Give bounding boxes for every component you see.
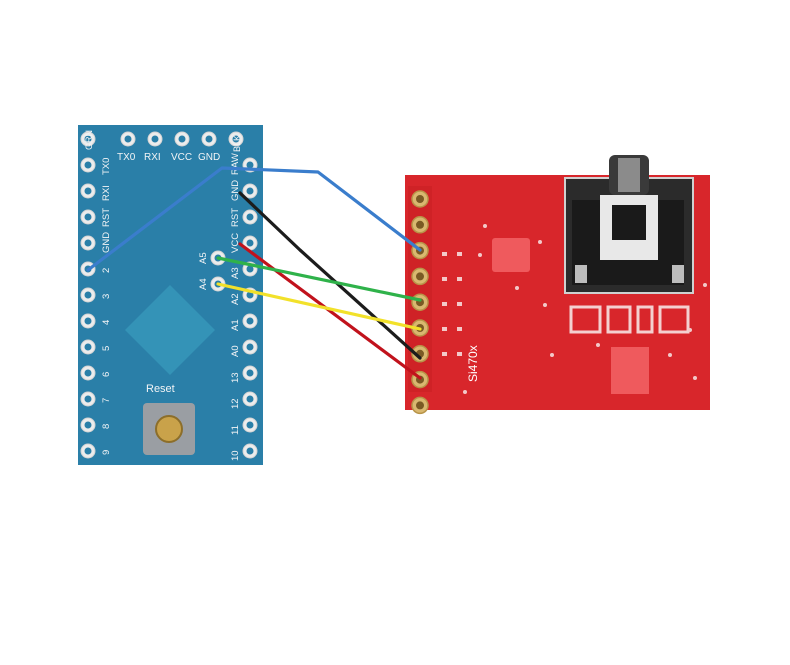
left-pin-label: GND	[101, 232, 112, 253]
wire-green	[216, 256, 422, 302]
top-label: GRN	[84, 130, 94, 150]
header-pin-hole	[416, 195, 424, 203]
right-pin-label: A0	[230, 345, 241, 357]
si470x-chip	[492, 238, 530, 272]
pin-left-1-hole	[84, 187, 92, 195]
pin-left-0-hole	[84, 161, 92, 169]
pad-row	[569, 305, 690, 334]
right-pin-label: 10	[230, 450, 241, 461]
left-pin-label: 3	[101, 294, 112, 299]
right-pin-label: A1	[230, 319, 241, 331]
left-pin-label: RST	[101, 208, 112, 227]
pin-right-10-hole	[246, 421, 254, 429]
inner-pin-label: A5	[198, 252, 209, 264]
wires	[86, 166, 422, 380]
pin-right-2-hole	[246, 213, 254, 221]
left-pin-label: TX0	[101, 158, 112, 175]
top-label: GND	[198, 152, 220, 163]
right-pin-label: 13	[230, 372, 241, 383]
right-pin-label: 11	[230, 425, 241, 435]
top-label: VCC	[171, 152, 192, 163]
left-pin-label: RXI	[101, 185, 112, 201]
crystal	[611, 347, 649, 394]
right-pin-label: A3	[230, 267, 241, 279]
pin-right-5-hole	[246, 291, 254, 299]
top-label: BLK	[232, 135, 242, 152]
pin-right-7-hole	[246, 343, 254, 351]
left-pin-label: 5	[101, 346, 112, 351]
pin-right-11-hole	[246, 447, 254, 455]
left-pin-label: 6	[101, 372, 112, 377]
si470x-label: Si470x	[466, 345, 480, 382]
right-pin-label: RST	[230, 208, 241, 227]
pin-right-4-hole	[246, 265, 254, 273]
si470x-board: Si470x	[405, 155, 710, 415]
top-label: RXI	[144, 152, 161, 163]
right-pin-label: 12	[230, 398, 241, 409]
reset-label: Reset	[146, 383, 175, 395]
wire-blue	[86, 166, 422, 272]
pin-top-0-hole	[84, 135, 92, 143]
inner-pin-label: A4	[198, 278, 209, 290]
pin-left-9-hole	[84, 395, 92, 403]
pin-top-3-hole	[178, 135, 186, 143]
wire-red	[238, 242, 422, 380]
audio-jack	[564, 155, 694, 294]
pin-left-2-hole	[84, 213, 92, 221]
header-pin-hole	[416, 272, 424, 281]
pin-left-10-hole	[84, 421, 92, 429]
reset-button[interactable]	[155, 415, 183, 443]
pin-top-2-hole	[151, 135, 159, 143]
right-pin-label: VCC	[230, 233, 241, 253]
pin-left-7-hole	[84, 343, 92, 351]
pin-left-6-hole	[84, 317, 92, 325]
top-label: TX0	[117, 152, 136, 163]
pin-left-3-hole	[84, 239, 92, 247]
right-pin-label: GND	[230, 180, 241, 201]
pin-right-3-hole	[246, 239, 254, 247]
wire-black	[238, 191, 422, 360]
pin-right-8-hole	[246, 369, 254, 377]
pin-right-0-hole	[246, 161, 254, 169]
header-pin-hole	[416, 401, 424, 410]
pin-right-9-hole	[246, 395, 254, 403]
pin-left-5-hole	[84, 291, 92, 299]
pro-mini-chip	[125, 285, 215, 375]
right-pin-label: A2	[230, 293, 241, 305]
pin-left-11-hole	[84, 447, 92, 455]
header-pin-hole	[416, 220, 424, 229]
pin-top-4-hole	[205, 135, 213, 143]
left-pin-label: 2	[101, 268, 112, 273]
right-pin-label: RAW	[230, 153, 241, 175]
pin-top-1-hole	[124, 135, 132, 143]
left-pin-label: 4	[101, 320, 112, 325]
pin-right-6-hole	[246, 317, 254, 325]
left-pin-label: 9	[101, 450, 112, 455]
left-pin-label: 7	[101, 398, 112, 403]
pin-left-8-hole	[84, 369, 92, 377]
left-pin-label: 8	[101, 424, 112, 429]
vias	[442, 224, 707, 394]
wire-yellow	[216, 282, 422, 331]
pin-right-1-hole	[246, 187, 254, 195]
pin-top-5-hole	[232, 135, 240, 143]
